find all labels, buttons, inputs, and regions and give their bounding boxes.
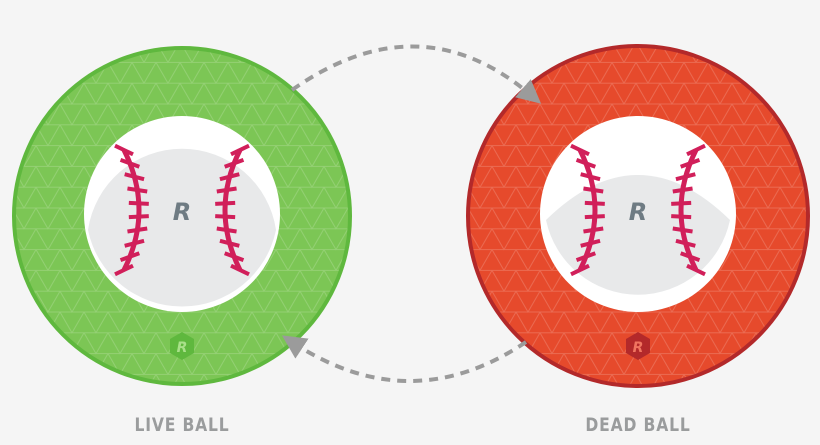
live-hex-logo-letter: R bbox=[177, 340, 188, 356]
seam-stitch bbox=[128, 200, 149, 206]
seam-stitch bbox=[583, 226, 604, 234]
seam-stitch bbox=[583, 186, 604, 194]
seam-stitch bbox=[230, 263, 250, 277]
seam-stitch bbox=[580, 238, 601, 248]
seam-stitch bbox=[223, 158, 245, 169]
live-ball-label: LIVE BALL bbox=[134, 414, 230, 436]
seam-stitch bbox=[216, 226, 237, 234]
arrow-live-to-dead bbox=[290, 44, 542, 104]
seam-stitch bbox=[675, 172, 696, 182]
seam-stitch bbox=[127, 186, 148, 194]
seam-stitch bbox=[119, 251, 141, 262]
seam-stitch bbox=[127, 226, 148, 234]
dead-hex-logo-letter: R bbox=[633, 340, 644, 356]
dead-ball-logo-icon: R bbox=[629, 198, 647, 226]
seam-stitch bbox=[215, 200, 236, 206]
seam-stitch bbox=[671, 214, 692, 220]
seam-stitch bbox=[570, 143, 590, 157]
seam-stitch bbox=[575, 158, 597, 169]
seam-stitch bbox=[671, 200, 692, 206]
dead-hex-logo-icon bbox=[626, 332, 650, 360]
seam-stitch bbox=[584, 200, 605, 206]
seam-stitch bbox=[219, 238, 240, 248]
seam-stitch bbox=[575, 251, 597, 262]
seam-stitch bbox=[216, 186, 237, 194]
seam-stitch bbox=[672, 186, 693, 194]
seam-stitch bbox=[679, 251, 701, 262]
seam-stitch bbox=[686, 143, 706, 157]
seam-stitch bbox=[570, 263, 590, 277]
seam-stitch bbox=[679, 158, 701, 169]
live-ball-logo-icon: R bbox=[173, 198, 191, 226]
seam-stitch bbox=[124, 238, 145, 248]
seam-stitch bbox=[584, 214, 605, 220]
arrow-dead-to-live bbox=[281, 335, 528, 383]
seam-stitch bbox=[119, 158, 141, 169]
seam-stitch bbox=[675, 238, 696, 248]
seam-stitch bbox=[223, 251, 245, 262]
dead-ball-group: R R bbox=[466, 44, 810, 388]
seam-stitch bbox=[215, 214, 236, 220]
live-ball-seams bbox=[114, 143, 250, 277]
seam-stitch bbox=[114, 263, 134, 277]
dead-ball-seams bbox=[570, 143, 706, 277]
live-hex-logo-icon bbox=[170, 332, 194, 360]
seam-stitch bbox=[580, 172, 601, 182]
seam-stitch bbox=[219, 172, 240, 182]
seam-stitch bbox=[230, 143, 250, 157]
live-ball-group: R R bbox=[12, 46, 352, 386]
seam-stitch bbox=[128, 214, 149, 220]
seam-stitch bbox=[114, 143, 134, 157]
dead-ball-label: DEAD BALL bbox=[585, 414, 691, 436]
seam-stitch bbox=[124, 172, 145, 182]
seam-stitch bbox=[686, 263, 706, 277]
seam-stitch bbox=[672, 226, 693, 234]
